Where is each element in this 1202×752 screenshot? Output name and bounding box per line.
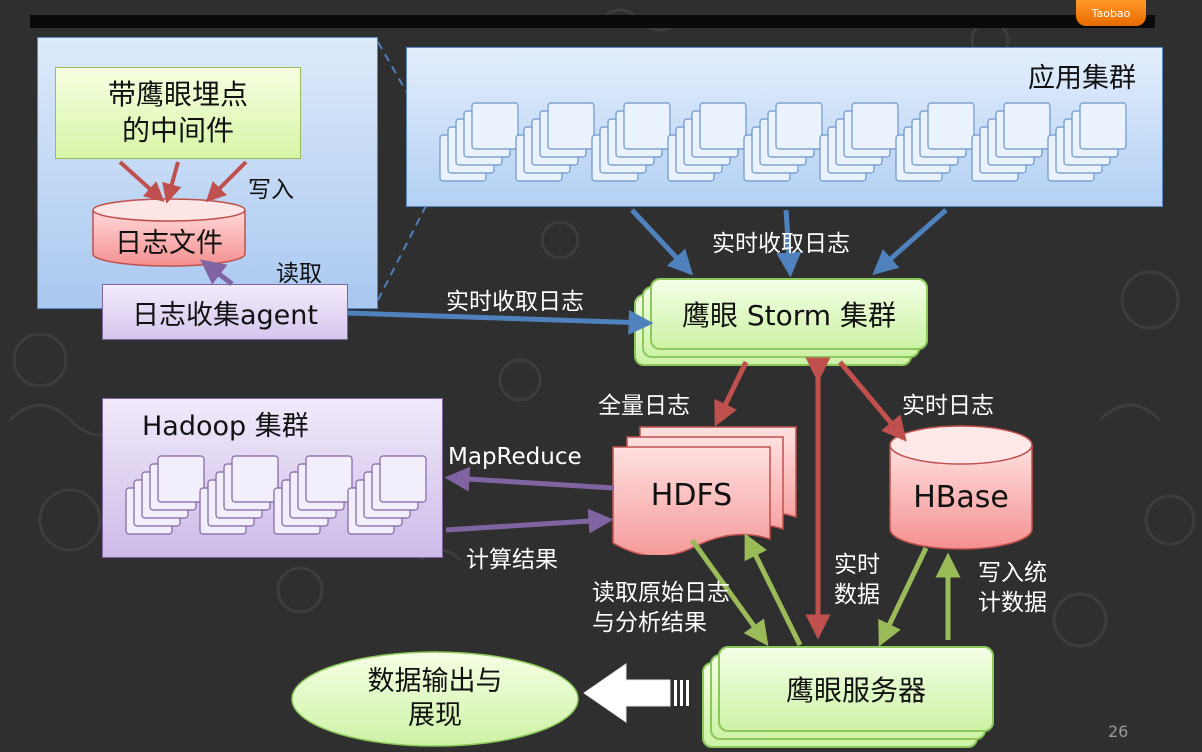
top-bar bbox=[30, 15, 1155, 28]
hadoop-cluster-title: Hadoop 集群 bbox=[142, 411, 309, 442]
server-node-icon bbox=[699, 102, 747, 150]
server-node-icon bbox=[1003, 102, 1051, 150]
output-label[interactable]: 数据输出与 展现 bbox=[367, 666, 503, 731]
server-node-icon bbox=[851, 102, 899, 150]
server-node-icon bbox=[1079, 102, 1127, 150]
hadoop-node-stacks bbox=[125, 455, 427, 535]
storm-label: 鹰眼 Storm 集群 bbox=[682, 299, 896, 332]
middleware-label: 带鹰眼埋点 的中间件 bbox=[107, 78, 248, 147]
hdfs-document-stack bbox=[612, 426, 797, 555]
label-realtime-collect-top: 实时收取日志 bbox=[712, 231, 850, 257]
server-box[interactable]: 鹰眼服务器 bbox=[718, 646, 994, 732]
middleware-box: 带鹰眼埋点 的中间件 bbox=[55, 67, 301, 159]
label-full-log: 全量日志 bbox=[598, 393, 690, 419]
log-file-label: 日志文件 bbox=[115, 227, 223, 259]
server-node-icon bbox=[305, 455, 353, 503]
read-label: 读取 bbox=[276, 261, 322, 287]
hbase-cylinder bbox=[889, 425, 1033, 550]
app-server-stacks bbox=[439, 102, 1127, 182]
server-node-icon bbox=[775, 102, 823, 150]
output-block-arrow bbox=[583, 663, 689, 723]
log-file-cylinder bbox=[92, 198, 246, 267]
server-label: 鹰眼服务器 bbox=[785, 674, 926, 707]
server-node-icon bbox=[547, 102, 595, 150]
label-realtime-collect-agent: 实时收取日志 bbox=[446, 289, 584, 315]
output-ellipse bbox=[291, 651, 579, 747]
label-write-stats: 写入统 计数据 bbox=[978, 560, 1047, 616]
label-read-raw: 读取原始日志 与分析结果 bbox=[592, 580, 730, 636]
server-node-icon bbox=[157, 455, 205, 503]
server-node-icon bbox=[471, 102, 519, 150]
server-node-icon bbox=[927, 102, 975, 150]
label-compute-result: 计算结果 bbox=[466, 547, 558, 573]
label-realtime-log: 实时日志 bbox=[902, 393, 994, 419]
hbase-label[interactable]: HBase bbox=[913, 479, 1009, 515]
label-realtime-data: 实时 数据 bbox=[834, 552, 880, 608]
write-label: 写入 bbox=[248, 177, 294, 203]
storm-cluster-box[interactable]: 鹰眼 Storm 集群 bbox=[650, 278, 928, 350]
agent-label: 日志收集agent bbox=[132, 299, 318, 331]
server-node-icon bbox=[379, 455, 427, 503]
agent-box[interactable]: 日志收集agent bbox=[102, 284, 348, 340]
server-node-icon bbox=[231, 455, 279, 503]
slide-number: 26 bbox=[1108, 722, 1129, 741]
server-node-icon bbox=[623, 102, 671, 150]
taobao-logo: Taobao bbox=[1076, 0, 1146, 26]
app-cluster-title: 应用集群 bbox=[1028, 63, 1136, 94]
logo-text: Taobao bbox=[1091, 6, 1131, 20]
hdfs-label[interactable]: HDFS bbox=[650, 477, 733, 513]
label-mapreduce: MapReduce bbox=[448, 444, 582, 470]
